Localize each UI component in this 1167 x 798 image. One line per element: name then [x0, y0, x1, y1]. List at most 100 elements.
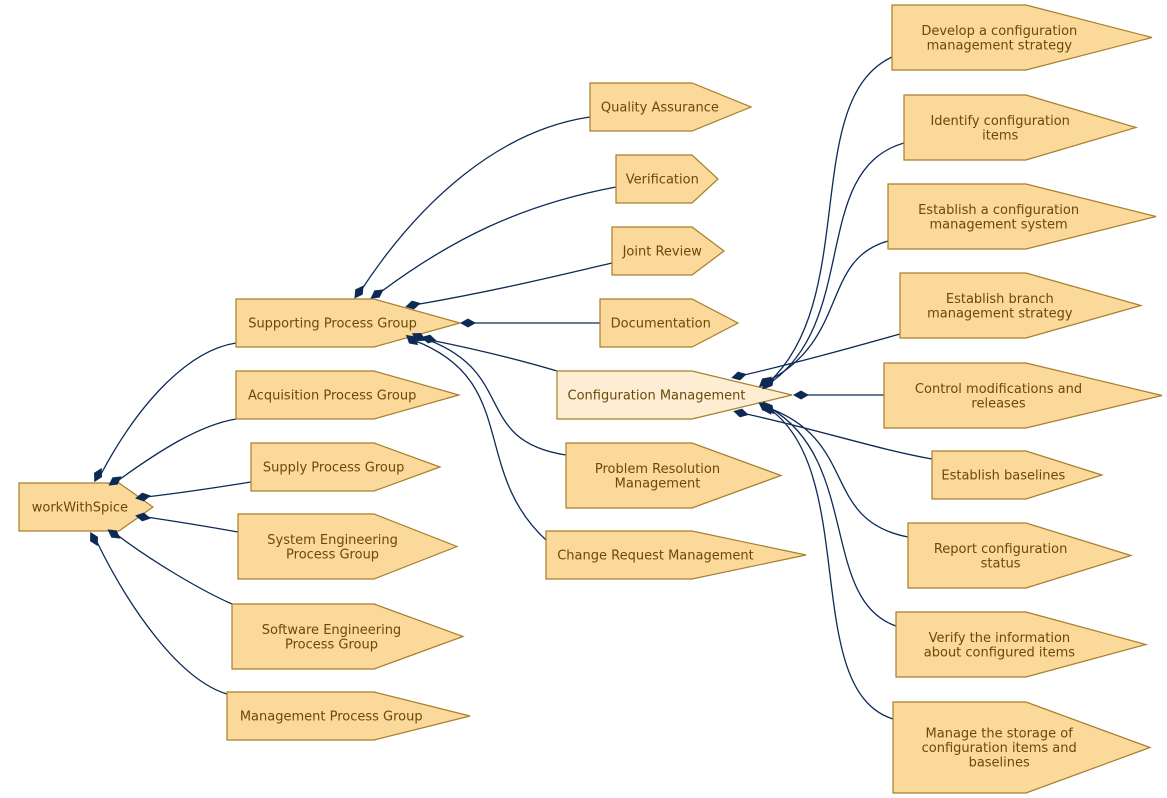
node-label: Verification — [626, 173, 699, 188]
edge-supporting-to-crm — [412, 339, 547, 541]
aggregation-diamond-root-supporting — [94, 467, 102, 483]
node-shape — [589, 82, 753, 132]
node-supply[interactable]: Supply Process Group — [250, 442, 442, 492]
aggregation-diamond-supporting-cm — [421, 334, 437, 344]
node-shape — [895, 611, 1149, 678]
aggregation-diamond-cm-control — [793, 390, 809, 400]
node-shape — [237, 513, 459, 580]
node-shape — [883, 362, 1163, 429]
node-qa[interactable]: Quality Assurance — [589, 82, 753, 132]
aggregation-diamond-supporting-qa — [354, 285, 364, 299]
aggregation-diamond-root-supply — [135, 492, 151, 502]
node-shape — [931, 450, 1104, 500]
node-label: Quality Assurance — [601, 101, 719, 116]
node-shape — [599, 298, 740, 348]
node-label: Change Request Management — [557, 549, 753, 564]
node-label: Supporting Process Group — [248, 317, 417, 332]
aggregation-diamond-root-acquisition — [108, 476, 122, 486]
node-label: Joint Review — [622, 245, 703, 260]
node-label: Acquisition Process Group — [248, 389, 416, 404]
node-supporting[interactable]: Supporting Process Group — [235, 298, 463, 348]
node-shape — [226, 691, 471, 741]
aggregation-diamond-cm-establish_system — [758, 376, 772, 388]
aggregation-diamond-supporting-crm — [405, 334, 419, 346]
node-doc[interactable]: Documentation — [599, 298, 740, 348]
aggregation-diamond-root-sweng — [107, 529, 121, 539]
node-shape — [615, 154, 719, 204]
edge-supporting-to-prm — [419, 336, 567, 456]
edge-supporting-to-verification — [377, 186, 617, 295]
node-shape — [611, 226, 725, 276]
edge-root-to-syseng — [145, 516, 239, 533]
node-acquisition[interactable]: Acquisition Process Group — [235, 370, 462, 420]
node-root[interactable]: workWithSpice — [18, 482, 155, 532]
node-baselines[interactable]: Establish baselines — [931, 450, 1104, 500]
node-cm[interactable]: Configuration Management — [556, 370, 793, 420]
node-shape — [18, 482, 155, 532]
edge-root-to-mgmt — [95, 539, 228, 695]
node-joint[interactable]: Joint Review — [611, 226, 725, 276]
node-label: Establish baselines — [941, 469, 1065, 484]
node-shape — [907, 522, 1134, 589]
node-verification[interactable]: Verification — [615, 154, 719, 204]
node-mgmt[interactable]: Management Process Group — [226, 691, 471, 741]
node-shape — [892, 701, 1152, 794]
edge-supporting-to-joint — [413, 262, 613, 306]
node-shape — [903, 94, 1139, 161]
edge-cm-to-identify — [769, 142, 905, 384]
edge-cm-to-report — [765, 406, 909, 538]
node-shape — [899, 272, 1144, 339]
aggregation-diamond-supporting-doc — [460, 318, 476, 328]
edges — [95, 56, 933, 720]
edge-cm-to-dev_strategy — [767, 56, 893, 384]
edge-root-to-sweng — [115, 533, 233, 605]
node-crm[interactable]: Change Request Management — [545, 530, 807, 580]
aggregation-diamond-supporting-verification — [370, 289, 384, 299]
edge-supporting-to-cm — [429, 339, 558, 372]
aggregation-markers — [90, 285, 809, 547]
edge-cm-to-verify_info — [769, 407, 897, 627]
aggregation-diamond-supporting-joint — [405, 300, 421, 310]
edge-root-to-acquisition — [115, 418, 237, 483]
node-shape — [231, 603, 465, 670]
edge-cm-to-branch — [739, 333, 901, 377]
node-label: Documentation — [611, 317, 711, 332]
edge-cm-to-baselines — [741, 412, 933, 460]
edge-root-to-supporting — [99, 342, 237, 477]
node-shape — [556, 370, 793, 420]
node-label: Management Process Group — [240, 710, 423, 725]
aggregation-diamond-supporting-prm — [411, 333, 427, 341]
node-shape — [235, 370, 462, 420]
node-label: Configuration Management — [568, 389, 746, 404]
edge-cm-to-storage — [767, 407, 894, 720]
node-shape — [545, 530, 807, 580]
node-shape — [250, 442, 442, 492]
aggregation-diamond-root-syseng — [135, 512, 151, 522]
node-shape — [891, 4, 1153, 71]
node-shape — [887, 183, 1157, 250]
aggregation-diamond-cm-branch — [731, 371, 747, 381]
node-label: Supply Process Group — [263, 461, 404, 476]
